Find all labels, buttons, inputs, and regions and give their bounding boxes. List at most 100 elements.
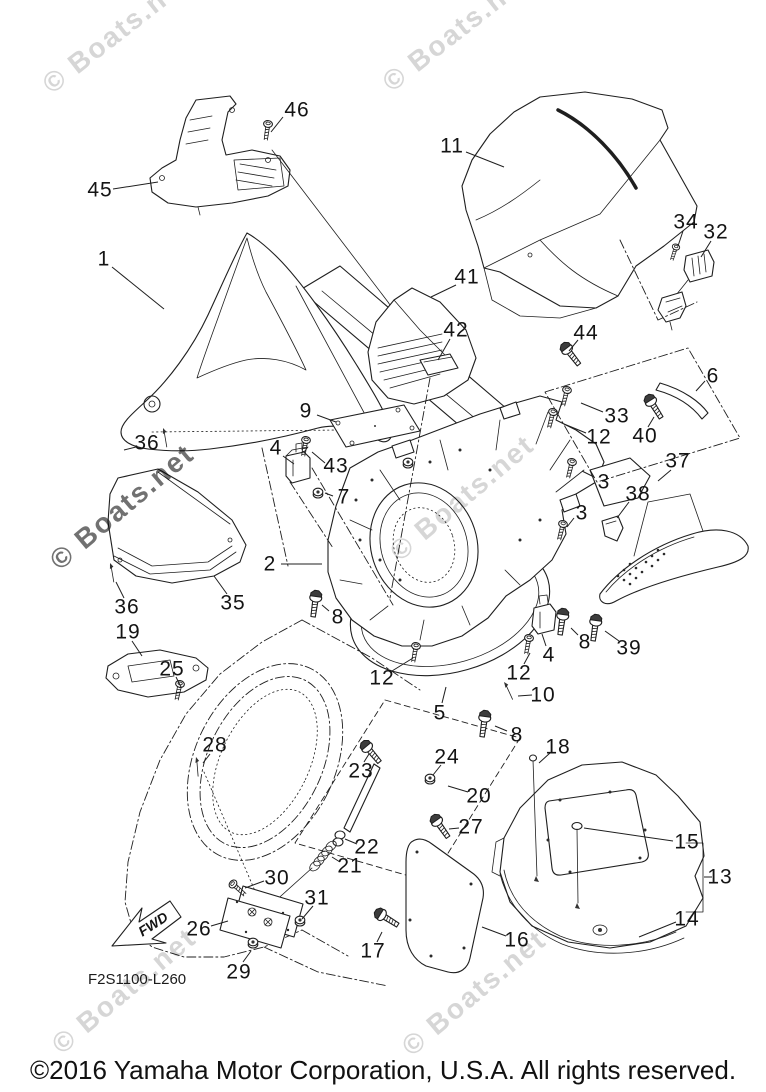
callout-20: 20 xyxy=(466,785,491,808)
nut-7 xyxy=(312,487,324,499)
callout-37: 37 xyxy=(665,450,690,473)
callout-leader-40 xyxy=(647,416,655,428)
callout-19: 19 xyxy=(115,621,140,644)
callout-13: 13 xyxy=(707,866,732,889)
callout-leader-27 xyxy=(448,827,460,830)
diagram-code: F2S1100-L260 xyxy=(88,971,186,988)
callout-43: 43 xyxy=(323,455,348,478)
callout-33: 33 xyxy=(604,405,629,428)
callout-25: 25 xyxy=(159,658,184,681)
callout-leader-43 xyxy=(311,451,326,464)
callout-6: 6 xyxy=(707,365,720,388)
callout-12: 12 xyxy=(369,667,394,690)
part-relay-4a xyxy=(285,442,311,484)
callout-17: 17 xyxy=(360,940,385,963)
callout-leader-46 xyxy=(270,116,284,133)
callout-leader-15 xyxy=(583,827,674,842)
callout-41: 41 xyxy=(454,266,479,289)
callout-leader-7 xyxy=(324,492,334,497)
callout-26: 26 xyxy=(186,918,211,941)
callout-leader-26 xyxy=(210,920,229,927)
screw-46 xyxy=(260,119,274,142)
callout-leader-33 xyxy=(580,402,604,413)
callout-leader-20 xyxy=(447,785,469,793)
callout-22: 22 xyxy=(354,836,379,859)
callout-44: 44 xyxy=(573,322,598,345)
callout-leader-16 xyxy=(481,926,507,937)
callout-leader-18 xyxy=(538,752,551,764)
callout-leader-10 xyxy=(517,694,533,697)
callout-leader-36 xyxy=(115,581,125,599)
callout-39: 39 xyxy=(616,637,641,660)
guide-lines xyxy=(261,239,741,606)
callout-leader-38 xyxy=(616,501,630,519)
callout-leader-4 xyxy=(541,633,547,647)
pin-28 xyxy=(190,756,204,777)
callout-5: 5 xyxy=(434,702,447,725)
part-mount-bracket xyxy=(219,885,304,949)
part-hose xyxy=(655,382,709,420)
callout-18: 18 xyxy=(545,736,570,759)
exploded-parts-art: FWD F2S1100-L260 xyxy=(88,91,749,988)
callout-leader-1 xyxy=(111,266,165,310)
callout-leader-39 xyxy=(604,630,620,642)
callout-leader-3 xyxy=(566,517,575,528)
callout-8: 8 xyxy=(511,724,524,747)
part-latch-bracket xyxy=(105,649,209,698)
part-clip-38 xyxy=(601,515,624,542)
callout-leader-32 xyxy=(700,240,712,258)
part-side-panel xyxy=(599,493,749,605)
watermark: © Boats.net xyxy=(36,0,195,100)
part-windshield xyxy=(461,91,698,319)
callout-leader-45 xyxy=(112,181,159,190)
callout-4: 4 xyxy=(543,644,556,667)
nut-24 xyxy=(424,773,436,785)
callout-leader-34 xyxy=(677,230,684,247)
callout-21: 21 xyxy=(337,855,362,878)
part-top-bracket xyxy=(149,95,393,309)
callout-23: 23 xyxy=(348,760,373,783)
callout-11: 11 xyxy=(440,135,464,158)
callout-leader-3 xyxy=(581,470,595,478)
callout-leader-12 xyxy=(563,423,587,434)
callout-27: 27 xyxy=(458,816,483,839)
callout-28: 28 xyxy=(202,734,227,757)
callout-leader-6 xyxy=(695,380,706,392)
callout-leader-21 xyxy=(331,856,341,863)
callout-leader-11 xyxy=(465,151,505,168)
callout-leader-8 xyxy=(321,604,330,612)
part-hood xyxy=(120,232,392,452)
callout-8: 8 xyxy=(579,631,592,654)
part-relay-4b xyxy=(531,594,557,635)
callout-leader-12 xyxy=(391,657,414,672)
callout-2: 2 xyxy=(264,553,277,576)
callout-leader-22 xyxy=(344,838,358,845)
callout-leader-24 xyxy=(432,764,442,776)
callout-leader-29 xyxy=(242,950,252,963)
callout-leader-8 xyxy=(570,627,579,636)
callout-35: 35 xyxy=(220,592,245,615)
callout-leader-37 xyxy=(657,469,672,482)
callout-9: 9 xyxy=(300,400,313,423)
callout-leader-35 xyxy=(213,575,228,595)
callout-31: 31 xyxy=(304,887,329,910)
fwd-arrow: FWD xyxy=(111,900,182,947)
callout-3: 3 xyxy=(598,471,611,494)
callout-leader-17 xyxy=(376,931,383,943)
callout-leader-41 xyxy=(430,284,457,298)
callout-leader-23 xyxy=(363,753,370,763)
watermark: © Boats.net xyxy=(376,0,535,98)
callout-36: 36 xyxy=(134,432,159,455)
callout-leader-4 xyxy=(282,455,295,465)
callout-34: 34 xyxy=(673,211,698,234)
callout-24: 24 xyxy=(434,746,459,769)
callout-46: 46 xyxy=(284,99,309,122)
callout-42: 42 xyxy=(443,319,468,342)
callout-7: 7 xyxy=(338,486,351,509)
part-stowage-bucket xyxy=(491,754,705,954)
callout-leader-19 xyxy=(131,640,143,657)
guide-line-28 xyxy=(203,771,259,899)
callout-12: 12 xyxy=(586,426,611,449)
callout-leader-5 xyxy=(441,686,447,704)
